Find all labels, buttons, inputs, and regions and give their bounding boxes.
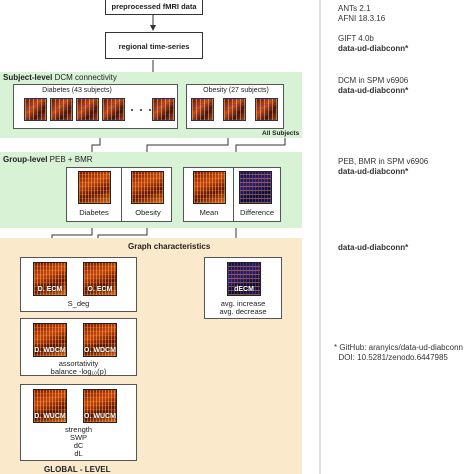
decm-label: dECM [234, 286, 254, 293]
graph-characteristics-title: Graph characteristics [128, 242, 210, 251]
subject-level-title-rest: DCM connectivity [52, 73, 117, 82]
decm-matrix: dECM [227, 262, 261, 296]
o-wucm-matrix: O. WUCM [83, 389, 117, 423]
wdcm-caption-1: assortativity [58, 359, 99, 368]
obesity-subjects-label: Obesity (27 subjects) [203, 87, 269, 94]
all-subjects-text: All Subjects [262, 130, 300, 137]
decm-box: dECM avg. increase avg. decrease [204, 257, 282, 319]
note-line: GIFT 4.0b [338, 34, 374, 43]
subject-level-title: Subject-level DCM connectivity [3, 73, 117, 82]
ecm-caption: S_deg [67, 299, 90, 308]
note-line: data-ud-diabconn* [338, 166, 409, 176]
ellipsis-dot [140, 109, 142, 111]
group-level-title-rest: PEB + BMR [47, 155, 93, 164]
obesity-thumb-3 [255, 98, 278, 121]
subject-level-title-bold: Subject-level [3, 73, 53, 82]
ecm-box: D. ECM O. ECM S_deg [20, 257, 137, 312]
note-graph: data-ud-diabconn* [338, 243, 408, 253]
fmri-data-box: preprocessed fMRI data [105, 0, 203, 15]
group-level-title-bold: Group-level [3, 155, 48, 164]
wucm-box: D. WUCM O. WUCM strength SWP dC dL [20, 384, 137, 461]
note-group-level: PEB, BMR in SPM v6906 data-ud-diabconn* [338, 157, 428, 176]
group-obesity-matrix [131, 171, 164, 204]
group-difference-matrix [239, 171, 272, 204]
group-obesity-label: Obesity [135, 208, 161, 217]
note-subject-level: DCM in SPM v6906 data-ud-diabconn* [338, 76, 408, 95]
group-diabetes-matrix [78, 171, 111, 204]
d-wucm-label: D. WUCM [34, 413, 66, 420]
note-line: * GitHub: aranyics/data-ud-diabconn [334, 343, 463, 352]
d-ecm-matrix: D. ECM [33, 262, 67, 296]
o-wucm-label: O. WUCM [84, 413, 116, 420]
note-line: data-ud-diabconn* [338, 43, 409, 53]
fmri-data-label: preprocessed fMRI data [111, 2, 197, 11]
note-line: ANTs 2.1 [338, 4, 371, 13]
obesity-subjects-box: Obesity (27 subjects) [186, 84, 284, 129]
wdcm-caption-2: balance -log₁₀(p) [50, 367, 107, 376]
wucm-caption-1: strength [64, 425, 93, 434]
graph-characteristics-title-text: Graph characteristics [128, 242, 211, 251]
note-preprocessing: ANTs 2.1 AFNI 18.3.16 [338, 4, 385, 23]
obesity-thumb-2 [223, 98, 246, 121]
decm-caption-1: avg. increase [220, 299, 266, 308]
obesity-thumb-1 [191, 98, 214, 121]
wucm-caption-3: dC [73, 441, 84, 450]
note-github: * GitHub: aranyics/data-ud-diabconn DOI:… [334, 343, 463, 362]
o-wdcm-label: O. WDCM [84, 347, 116, 354]
note-line: DOI: 10.5281/zenodo.6447985 [334, 352, 448, 362]
timeseries-label: regional time-series [118, 42, 190, 51]
wucm-caption-4: dL [74, 449, 83, 458]
d-wdcm-matrix: D. WDCM [33, 323, 67, 357]
wucm-caption-2: SWP [69, 433, 88, 442]
diabetes-subjects-box: Diabetes (43 subjects) [13, 84, 178, 129]
diabetes-subjects-label: Diabetes (43 subjects) [42, 87, 112, 94]
diabetes-thumb-1 [24, 98, 47, 121]
global-level-text: GLOBAL - LEVEL [44, 465, 111, 474]
group-box-divider [233, 167, 234, 222]
group-mean-label: Mean [199, 208, 219, 217]
diabetes-thumb-4 [102, 98, 125, 121]
d-wdcm-label: D. WDCM [34, 347, 66, 354]
group-mean-matrix [193, 171, 226, 204]
decm-caption-2: avg. decrease [219, 307, 267, 316]
note-timeseries: GIFT 4.0b data-ud-diabconn* [338, 34, 408, 53]
group-level-title: Group-level PEB + BMR [3, 155, 93, 164]
d-ecm-label: D. ECM [37, 286, 63, 293]
diabetes-thumb-3 [76, 98, 99, 121]
o-ecm-matrix: O. ECM [83, 262, 117, 296]
note-line: PEB, BMR in SPM v6906 [338, 157, 429, 166]
o-ecm-label: O. ECM [87, 286, 113, 293]
global-level-label: GLOBAL - LEVEL [44, 465, 111, 474]
group-difference-label: Difference [239, 208, 275, 217]
o-wdcm-matrix: O. WDCM [83, 323, 117, 357]
all-subjects-label: All Subjects [262, 130, 299, 137]
ellipsis-dot [131, 109, 133, 111]
d-wucm-matrix: D. WUCM [33, 389, 67, 423]
note-line: data-ud-diabconn* [338, 85, 409, 95]
timeseries-box: regional time-series [105, 32, 203, 59]
wdcm-box: D. WDCM O. WDCM assortativity balance -l… [20, 318, 137, 376]
note-line: DCM in SPM v6906 [338, 76, 409, 85]
group-box-divider [121, 167, 122, 222]
diabetes-thumb-2 [50, 98, 73, 121]
diabetes-thumb-last [152, 98, 175, 121]
ellipsis-dot [149, 109, 151, 111]
group-diabetes-label: Diabetes [79, 208, 109, 217]
note-line: data-ud-diabconn* [338, 243, 409, 252]
note-line: AFNI 18.3.16 [338, 13, 386, 23]
